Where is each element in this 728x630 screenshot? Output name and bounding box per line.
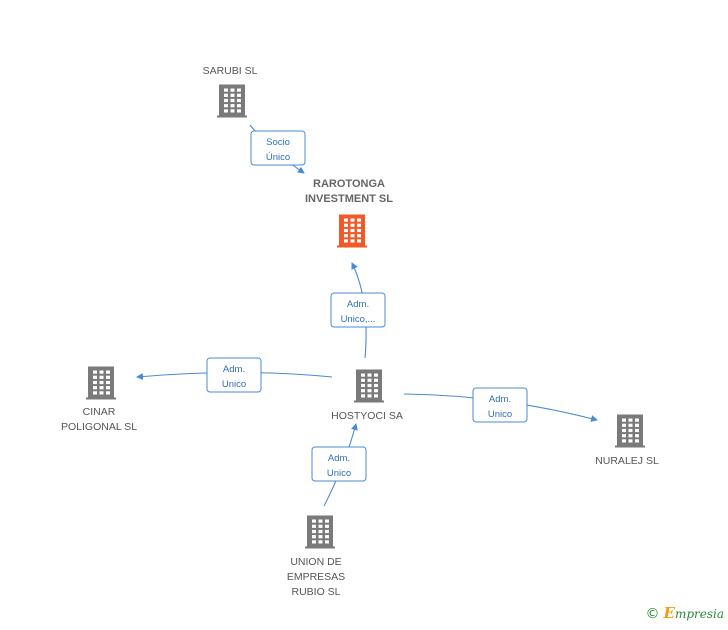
empresia-logo: ©Empresia — [646, 604, 725, 622]
relation-label-box[interactable] — [472, 387, 528, 423]
building-icon[interactable] — [337, 214, 367, 248]
company-node-nuralej[interactable]: NURALEJ SL — [595, 414, 659, 468]
relation-label-box[interactable] — [206, 357, 262, 393]
company-name[interactable]: RUBIO SL — [291, 586, 340, 598]
company-name[interactable]: NURALEJ SL — [595, 455, 659, 467]
company-node-cinar[interactable]: CINAR POLIGONAL SL — [61, 366, 137, 434]
company-name[interactable]: UNION DE — [290, 556, 341, 568]
relation-label-text: Adm. — [328, 453, 350, 464]
building-icon[interactable] — [217, 84, 247, 118]
company-node-sarubi[interactable]: SARUBI SL — [203, 65, 258, 118]
relation-label-text: Unico — [222, 379, 246, 390]
building-icon[interactable] — [86, 366, 116, 400]
relation-label-text: Unico — [327, 468, 351, 479]
company-name[interactable]: INVESTMENT SL — [305, 193, 393, 205]
relation-label-text: Unico — [488, 409, 512, 420]
relation-label-text: Único — [266, 152, 290, 163]
company-name[interactable]: EMPRESAS — [287, 571, 345, 583]
company-name[interactable]: HOSTYOCI SA — [331, 410, 403, 422]
building-icon[interactable] — [615, 414, 645, 448]
edges-layer: SocioÚnicoAdm.Unico,...Adm.UnicoAdm.Unic… — [136, 124, 598, 507]
relation-label-text: Adm. — [489, 394, 511, 405]
edge-hostyoci-rarotonga[interactable]: Adm. Unico,... — [330, 262, 386, 359]
copyright-symbol: © — [645, 606, 660, 622]
edge-hostyoci-cinar[interactable]: Adm. Unico — [136, 357, 333, 393]
relation-label-text: Socio — [266, 137, 290, 148]
brand-initial: E — [663, 604, 675, 622]
edge-hostyoci-nuralej[interactable]: Adm. Unico — [403, 387, 598, 423]
company-node-rarotonga[interactable]: RAROTONGA INVESTMENT SL — [305, 178, 393, 248]
relation-label-box[interactable] — [330, 292, 386, 328]
brand-name: mpresia — [674, 607, 724, 621]
company-name[interactable]: POLIGONAL SL — [61, 421, 137, 433]
building-icon[interactable] — [354, 369, 384, 403]
relation-label-box[interactable] — [311, 446, 367, 482]
company-name[interactable]: RAROTONGA — [313, 178, 385, 190]
nodes-layer: SARUBI SL RAROTONGA INVESTMENT SL HOSTYOCI … — [61, 65, 659, 598]
company-node-hostyoci[interactable]: HOSTYOCI SA — [331, 369, 403, 423]
relation-label-text: Unico,... — [341, 314, 376, 325]
relation-label-text: Adm. — [347, 299, 369, 310]
company-name[interactable]: SARUBI SL — [203, 65, 258, 77]
relation-label-box[interactable] — [250, 130, 306, 166]
relation-label-text: Adm. — [223, 364, 245, 375]
building-icon[interactable] — [305, 515, 335, 549]
edge-union-hostyoci[interactable]: Adm. Unico — [311, 423, 367, 507]
company-name[interactable]: CINAR — [83, 406, 116, 418]
company-node-union[interactable]: UNION DE EMPRESAS RUBIO SL — [287, 515, 345, 599]
